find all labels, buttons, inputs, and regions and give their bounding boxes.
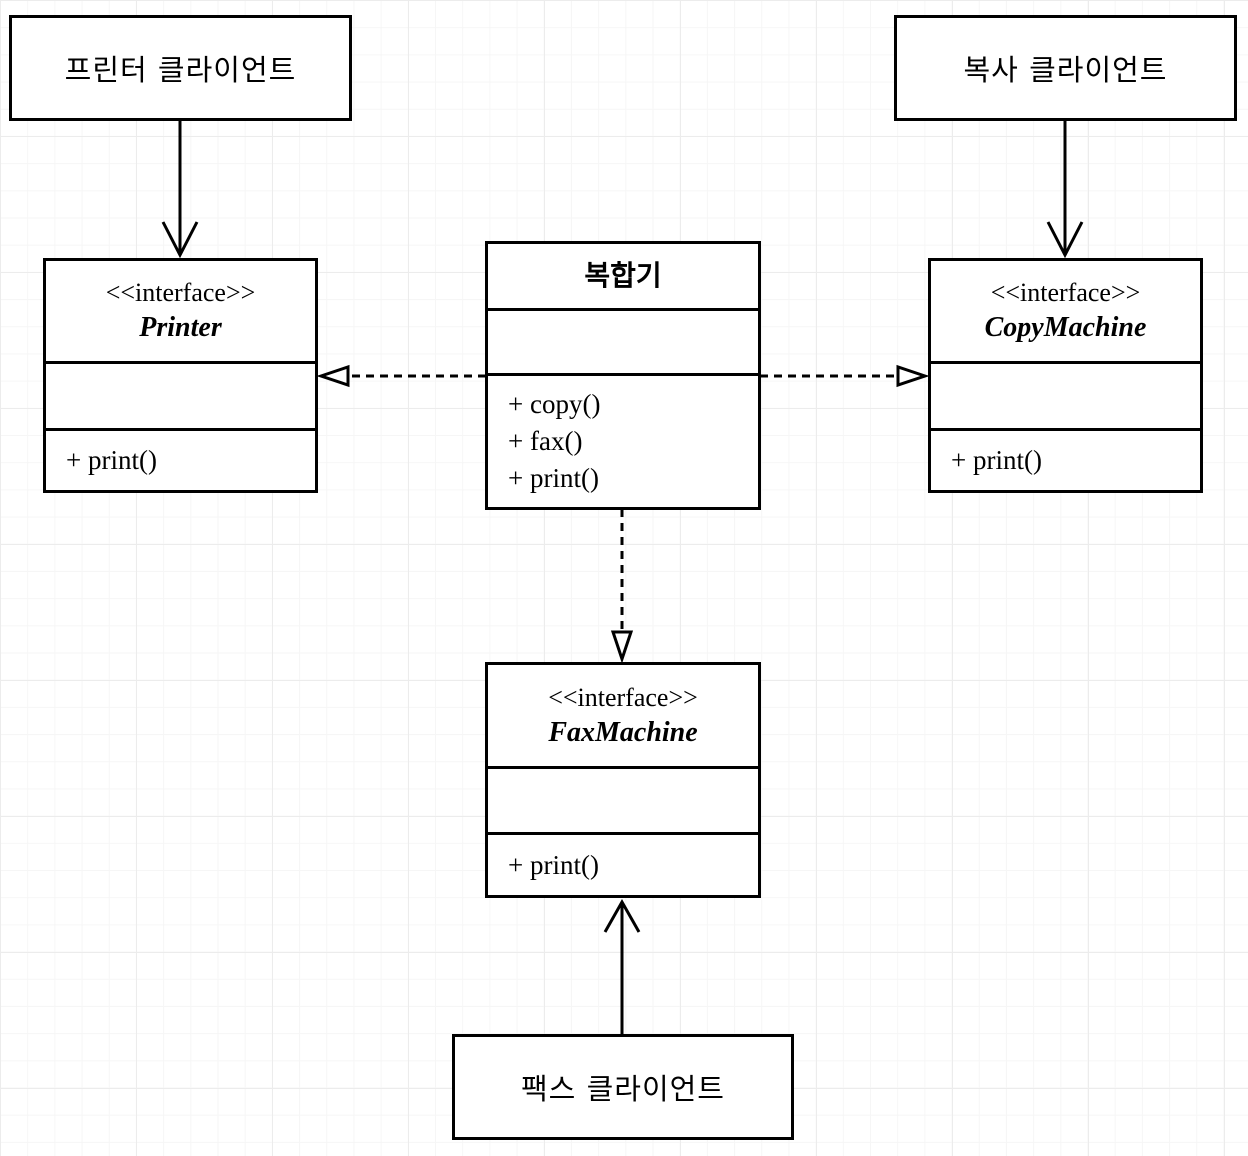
copy-machine-class-header: <<interface>> CopyMachine xyxy=(931,261,1200,361)
fax-machine-operations: + print() xyxy=(488,832,758,895)
fax-client-label: 팩스 클라이언트 xyxy=(521,1072,725,1106)
printer-client-label: 프린터 클라이언트 xyxy=(64,53,297,87)
printer-operations: + print() xyxy=(46,428,315,490)
copy-machine-interface-class[interactable]: <<interface>> CopyMachine + print() xyxy=(928,258,1203,493)
multifunction-op-copy: + copy() xyxy=(508,389,601,419)
multifunction-class-name: 복합기 xyxy=(584,259,662,292)
printer-class-header: <<interface>> Printer xyxy=(46,261,315,361)
multifunction-op-fax: + fax() xyxy=(508,426,583,456)
realization-printer xyxy=(316,364,486,388)
fax-machine-class-header: <<interface>> FaxMachine xyxy=(488,665,758,766)
multifunction-operations: + copy() + fax() + print() xyxy=(488,373,758,507)
fax-machine-op-print: + print() xyxy=(508,849,599,880)
copy-client-association xyxy=(1046,120,1084,259)
fax-client-association xyxy=(603,898,641,1034)
fax-machine-attributes xyxy=(488,766,758,832)
fax-client-box[interactable]: 팩스 클라이언트 xyxy=(452,1034,794,1140)
printer-class-name: Printer xyxy=(139,312,222,343)
printer-attributes xyxy=(46,361,315,428)
fax-machine-interface-class[interactable]: <<interface>> FaxMachine + print() xyxy=(485,662,761,898)
copy-machine-op-print: + print() xyxy=(951,445,1042,475)
multifunction-attributes xyxy=(488,308,758,373)
copy-machine-attributes xyxy=(931,361,1200,428)
copy-machine-operations: + print() xyxy=(931,428,1200,490)
fax-machine-class-name: FaxMachine xyxy=(548,716,698,748)
multifunction-class[interactable]: 복합기 + copy() + fax() + print() xyxy=(485,241,761,510)
printer-stereotype: <<interface>> xyxy=(105,278,256,307)
copy-machine-stereotype: <<interface>> xyxy=(990,278,1141,307)
printer-client-box[interactable]: 프린터 클라이언트 xyxy=(9,15,352,121)
copy-client-label: 복사 클라이언트 xyxy=(963,53,1168,87)
printer-interface-class[interactable]: <<interface>> Printer + print() xyxy=(43,258,318,493)
multifunction-op-print: + print() xyxy=(508,463,599,493)
copy-machine-class-name: CopyMachine xyxy=(984,312,1147,343)
multifunction-class-header: 복합기 xyxy=(488,244,758,308)
fax-machine-stereotype: <<interface>> xyxy=(548,682,698,712)
realization-fax-machine xyxy=(610,509,634,664)
printer-client-association xyxy=(161,120,199,259)
realization-copy-machine xyxy=(760,364,930,388)
copy-client-box[interactable]: 복사 클라이언트 xyxy=(894,15,1237,121)
printer-op-print: + print() xyxy=(66,445,157,475)
